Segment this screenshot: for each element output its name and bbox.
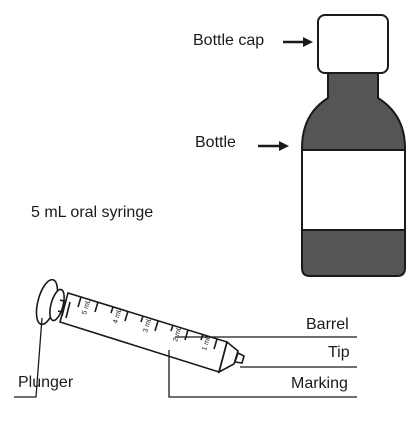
- scale-label-1ml: 1 mL: [201, 335, 212, 352]
- syringe-scale: 5 mL 4 mL 3 mL 2 mL 1 mL: [81, 299, 212, 352]
- label-tip: Tip: [328, 344, 350, 361]
- plunger-leader: [14, 317, 43, 398]
- label-marking: Marking: [291, 375, 348, 392]
- scale-label-5ml: 5 mL: [81, 299, 92, 316]
- label-syringe-title: 5 mL oral syringe: [31, 204, 154, 221]
- label-bottle-cap: Bottle cap: [193, 32, 265, 49]
- oral-syringe: [35, 278, 245, 374]
- bottle-cap-arrow: [283, 37, 313, 47]
- label-plunger: Plunger: [18, 374, 74, 391]
- scale-label-3ml: 3 mL: [142, 317, 153, 334]
- bottle-arrow: [258, 141, 289, 151]
- label-bottle: Bottle: [195, 134, 236, 151]
- scale-label-4ml: 4 mL: [112, 308, 123, 325]
- bottle-cap: [317, 14, 389, 74]
- syringe-tip: [233, 351, 245, 364]
- scale-label-2ml: 2 mL: [172, 326, 183, 343]
- bottle-label-band: [301, 149, 406, 231]
- label-barrel: Barrel: [306, 316, 349, 333]
- leader-lines: [14, 317, 357, 398]
- marking-leader: [168, 350, 357, 398]
